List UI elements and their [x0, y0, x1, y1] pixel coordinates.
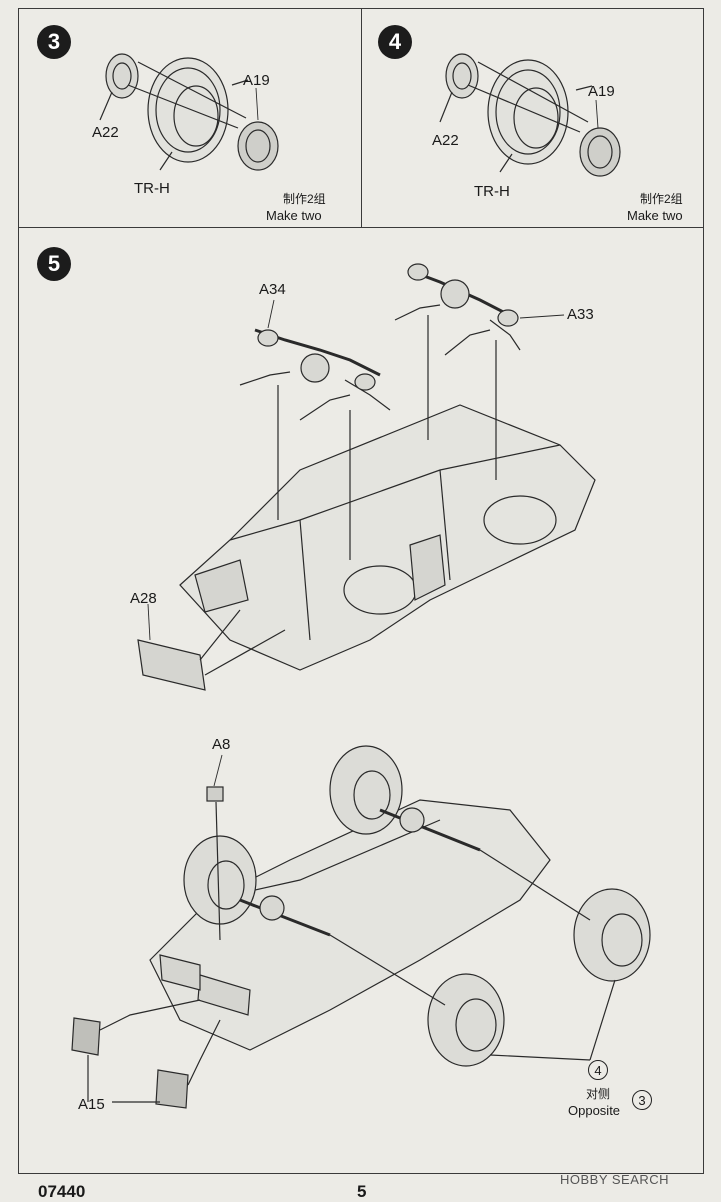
step3-note-cn: 制作2组: [283, 192, 326, 206]
step5-ref-note-cn: 对侧: [586, 1087, 611, 1101]
step5-hull-top: [137, 263, 596, 691]
step3-number: 3: [37, 25, 71, 59]
step5-hull-bottom: [71, 745, 651, 1109]
step3-label-a19: A19: [243, 72, 270, 89]
step5-ref-note-en: Opposite: [568, 1103, 621, 1118]
step5-label-a33: A33: [567, 306, 594, 323]
step3-label-tr-h: TR-H: [134, 180, 170, 197]
step5-panel: [18, 227, 704, 1174]
step5-ref-step4: 4: [588, 1060, 608, 1080]
step5-label-a34: A34: [259, 281, 286, 298]
product-code: 07440: [38, 1182, 86, 1201]
step4-label-a22: A22: [432, 132, 459, 149]
step4-label-a19: A19: [588, 83, 615, 100]
step4-label-tr-h: TR-H: [474, 183, 510, 200]
step5-ref-step3: 3: [632, 1090, 652, 1110]
watermark-text: HOBBY SEARCH: [560, 1172, 670, 1187]
step5-label-a8: A8: [212, 736, 231, 753]
step5-number: 5: [37, 247, 71, 281]
step3-label-a22: A22: [92, 124, 119, 141]
step5-label-a15: A15: [78, 1096, 105, 1113]
step5-label-a28: A28: [130, 590, 157, 607]
step3-wheel-drawing: [99, 53, 279, 171]
step3-note-en: Make two: [266, 208, 322, 223]
step4-note-cn: 制作2组: [640, 192, 683, 206]
step4-wheel-drawing: [439, 53, 621, 177]
page-number: 5: [357, 1182, 367, 1201]
step4-number: 4: [378, 25, 412, 59]
step4-note-en: Make two: [627, 208, 683, 223]
